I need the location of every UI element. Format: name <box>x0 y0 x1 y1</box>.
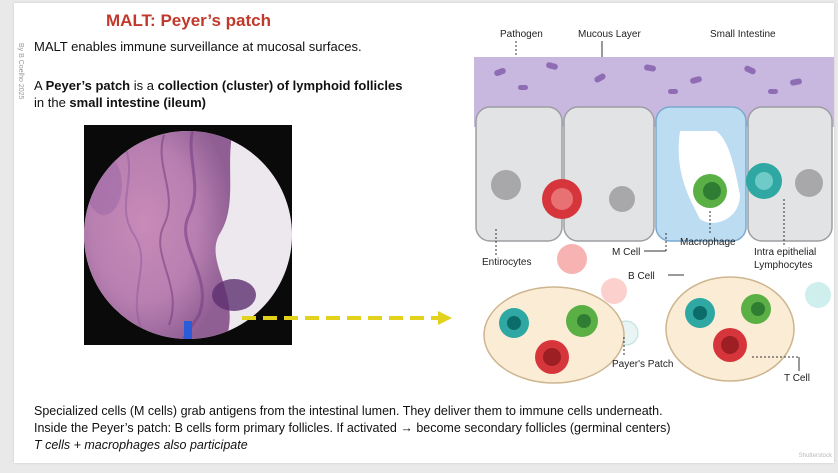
label-entirocytes: Entirocytes <box>482 257 531 268</box>
enterocyte-2 <box>563 106 655 242</box>
pathogens <box>494 62 802 94</box>
definition-part: is a <box>130 78 158 93</box>
definition-location: small intestine (ileum) <box>69 95 206 110</box>
micrograph-photo <box>84 125 292 345</box>
definition-part: in the <box>34 95 70 110</box>
caption-line-1: Specialized cells (M cells) grab antigen… <box>34 404 663 418</box>
label-b-cell: B Cell <box>628 271 655 282</box>
floating-cell <box>805 282 831 308</box>
floating-cell <box>557 244 587 274</box>
watermark: Shutterstock <box>798 453 832 459</box>
label-macrophage: Macrophage <box>680 237 736 248</box>
label-m-cell: M Cell <box>612 247 640 258</box>
label-payers-patch: Payer's Patch <box>612 359 673 370</box>
label-mucous-layer: Mucous Layer <box>578 29 641 40</box>
label-iel-1: Intra epithelial <box>754 247 816 258</box>
nucleus-3 <box>795 169 823 197</box>
slide: MALT: Peyer’s patch By B Coelho 2025 MAL… <box>14 3 834 463</box>
label-pathogen: Pathogen <box>500 29 543 40</box>
micrograph-image <box>84 131 292 339</box>
definition-bold: collection (cluster) of lymphoid follicl… <box>157 78 403 93</box>
caption-line-3: T cells + macrophages also participate <box>34 438 248 452</box>
nucleus-2 <box>609 186 635 212</box>
slide-title: MALT: Peyer’s patch <box>106 11 272 30</box>
peyers-patch-diagram: Pathogen Mucous Layer Small Intestine <box>474 29 834 384</box>
definition-term: Peyer’s patch <box>45 78 131 93</box>
enterocyte-1 <box>475 106 563 242</box>
definition-text: A Peyer’s patch is a collection (cluster… <box>34 77 414 111</box>
epithelium <box>475 106 833 242</box>
definition-part: A <box>34 78 46 93</box>
nucleus-1 <box>491 170 521 200</box>
label-iel-2: Lymphocytes <box>754 260 813 271</box>
caption-text: Specialized cells (M cells) grab antigen… <box>34 403 671 454</box>
intro-text: MALT enables immune surveillance at muco… <box>34 39 362 54</box>
author-credit: By B Coelho 2025 <box>17 43 24 100</box>
pointer-arrow <box>242 311 452 325</box>
caption-line-2: Inside the Peyer’s patch: B cells form p… <box>34 421 671 435</box>
floating-cell <box>601 278 627 304</box>
label-t-cell: T Cell <box>784 373 810 384</box>
label-small-intestine: Small Intestine <box>710 29 776 40</box>
